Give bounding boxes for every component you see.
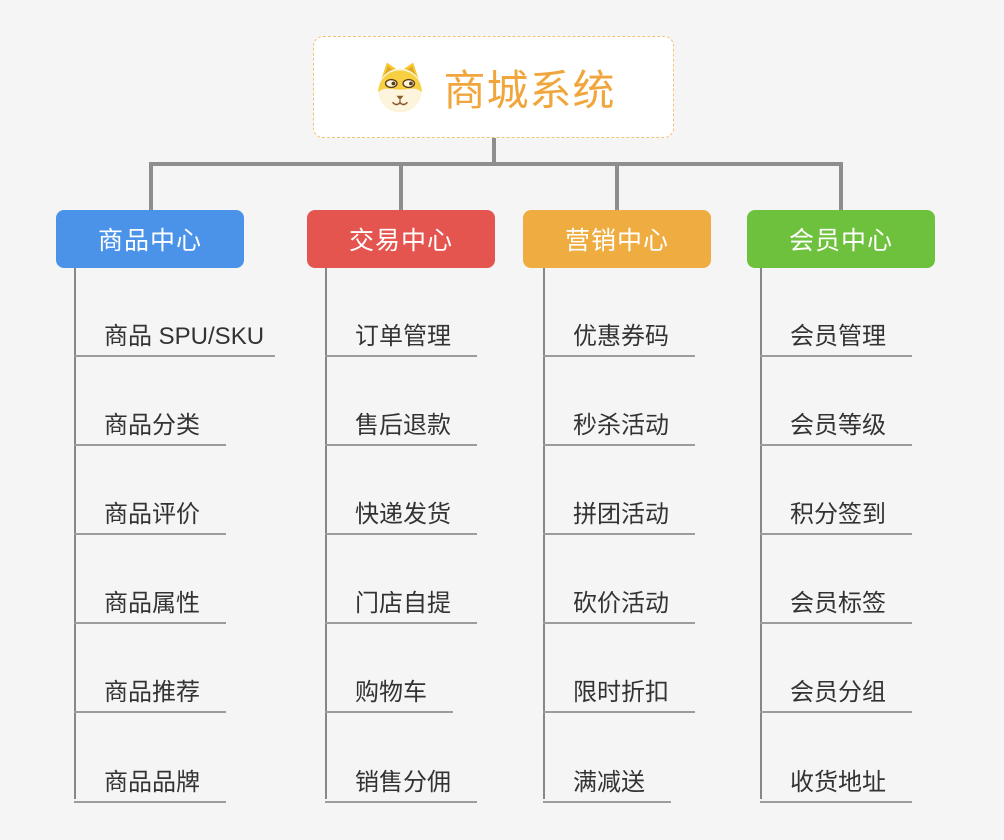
leaf-node-coupon-code[interactable]: 优惠券码 <box>543 311 695 357</box>
leaf-node-product-attribute[interactable]: 商品属性 <box>74 578 226 624</box>
leaf-node-store-pickup[interactable]: 门店自提 <box>325 578 477 624</box>
leaf-node-express-delivery[interactable]: 快递发货 <box>325 489 477 535</box>
branch-node-member-center[interactable]: 会员中心 <box>747 210 935 268</box>
leaf-node-after-sales-refund[interactable]: 售后退款 <box>325 400 477 446</box>
leaf-node-product-spu-sku[interactable]: 商品 SPU/SKU <box>74 311 275 357</box>
connector-drop-member <box>839 164 843 210</box>
root-title: 商城系统 <box>443 66 616 114</box>
branch-node-marketing-center[interactable]: 营销中心 <box>523 210 711 268</box>
connector-drop-product <box>149 164 153 210</box>
leaf-node-product-category[interactable]: 商品分类 <box>74 400 226 446</box>
branch-label: 商品中心 <box>97 227 202 255</box>
leaf-node-order-management[interactable]: 订单管理 <box>325 311 477 357</box>
leaf-node-member-level[interactable]: 会员等级 <box>760 400 912 446</box>
leaf-node-member-group[interactable]: 会员分组 <box>760 667 912 713</box>
leaf-node-product-recommend[interactable]: 商品推荐 <box>74 667 226 713</box>
root-node[interactable]: 商城系统 <box>313 36 674 138</box>
leaf-node-shopping-cart[interactable]: 购物车 <box>325 667 453 713</box>
branch-node-trade-center[interactable]: 交易中心 <box>307 210 495 268</box>
leaf-node-product-review[interactable]: 商品评价 <box>74 489 226 535</box>
leaf-node-sales-commission[interactable]: 销售分佣 <box>325 757 477 803</box>
branch-node-product-center[interactable]: 商品中心 <box>56 210 244 268</box>
leaf-node-group-buy[interactable]: 拼团活动 <box>543 489 695 535</box>
leaf-node-member-tag[interactable]: 会员标签 <box>760 578 912 624</box>
leaf-node-shipping-address[interactable]: 收货地址 <box>760 757 912 803</box>
leaf-node-flash-sale[interactable]: 秒杀活动 <box>543 400 695 446</box>
leaf-node-points-checkin[interactable]: 积分签到 <box>760 489 912 535</box>
branch-label: 会员中心 <box>788 227 893 255</box>
leaf-node-limited-time-discount[interactable]: 限时折扣 <box>543 667 695 713</box>
leaf-node-product-brand[interactable]: 商品品牌 <box>74 757 226 803</box>
branch-label: 营销中心 <box>564 227 669 255</box>
connector-drop-trade <box>399 164 403 210</box>
connector-drop-marketing <box>615 164 619 210</box>
leaf-node-full-reduction[interactable]: 满减送 <box>543 757 671 803</box>
leaf-node-member-management[interactable]: 会员管理 <box>760 311 912 357</box>
connector-horizontal-bar <box>149 162 843 166</box>
dog-face-icon <box>371 59 429 115</box>
leaf-node-bargain-activity[interactable]: 砍价活动 <box>543 578 695 624</box>
connector-root-trunk <box>492 138 496 164</box>
branch-label: 交易中心 <box>348 227 453 255</box>
